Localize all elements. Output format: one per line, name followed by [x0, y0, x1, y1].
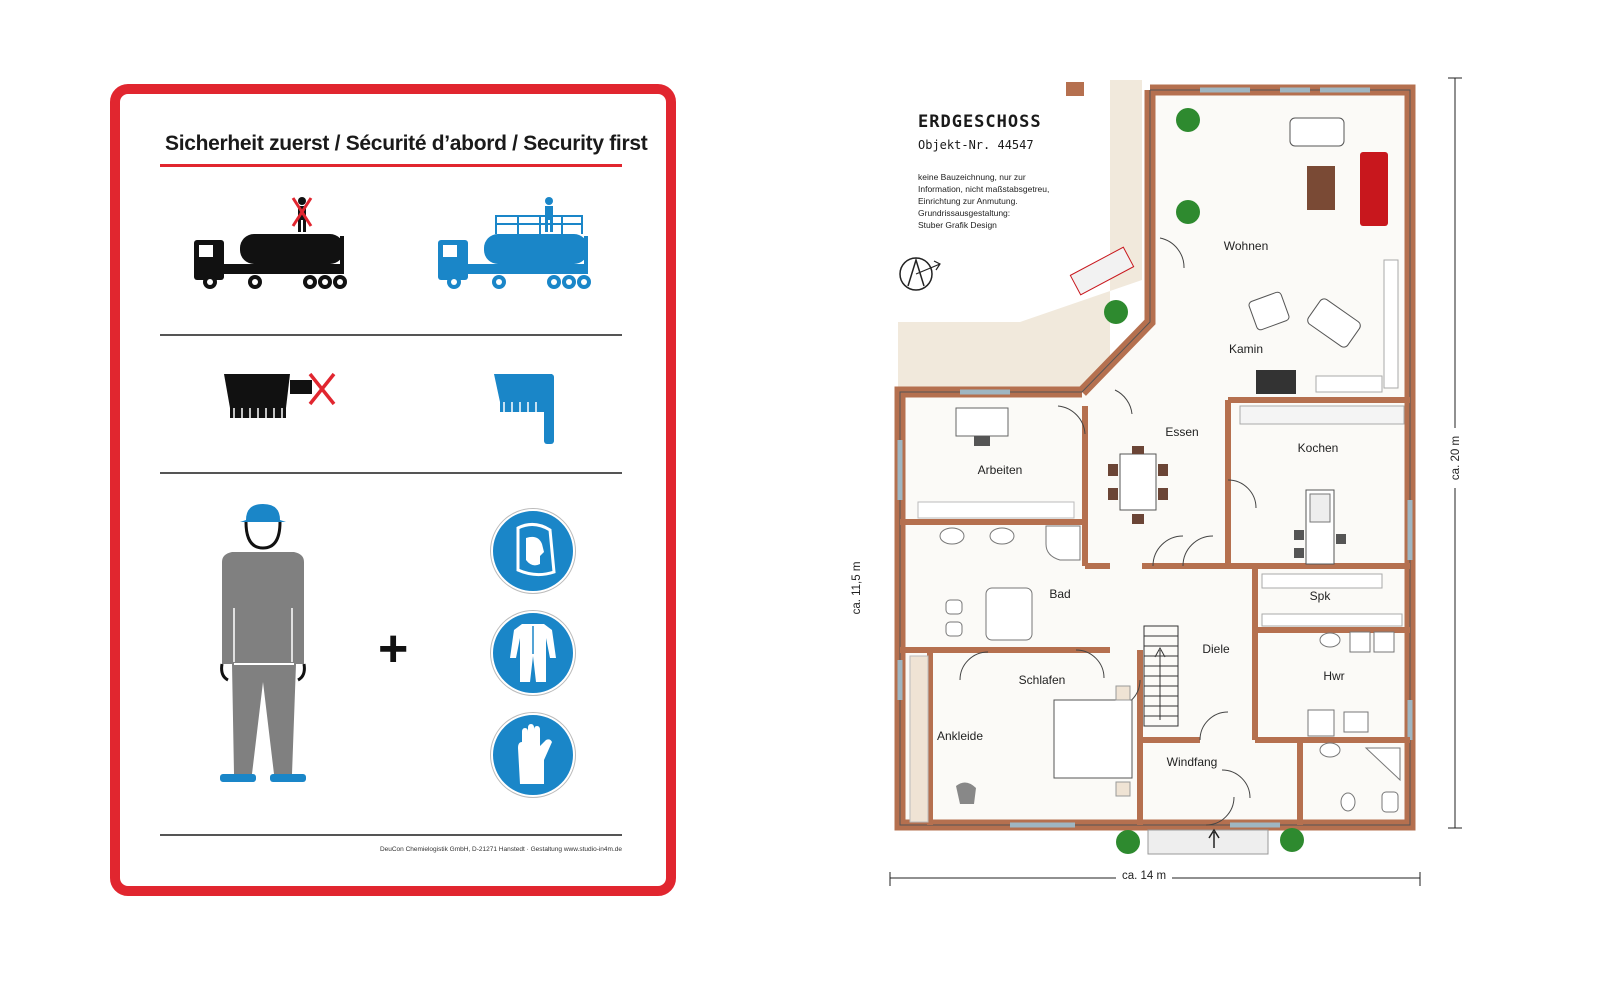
tank-truck-railing-safe-icon [438, 197, 591, 289]
kitchen-counter [1239, 405, 1405, 425]
object-number: Objekt-Nr. 44547 [918, 138, 1034, 152]
room-label-wohnen: Wohnen [1223, 239, 1269, 253]
entrance-arrow [1208, 828, 1220, 848]
room-label-windfang: Windfang [1166, 755, 1218, 769]
dimension-width: ca. 14 m [1116, 870, 1173, 882]
room-label-kochen: Kochen [1297, 441, 1339, 455]
floorplan-disclaimer: keine Bauzeichnung, nur zur Information,… [918, 171, 1088, 231]
note-line: Grundrissausgestaltung: [918, 208, 1011, 218]
floorplan-title: ERDGESCHOSS [918, 112, 1042, 132]
shelf [1383, 259, 1399, 389]
plants [1104, 108, 1304, 854]
armchair [1248, 291, 1290, 331]
protective-suit-mandatory-icon [490, 610, 576, 696]
plus-sign: + [378, 620, 409, 678]
dimension-depth: ca. 20 m [1450, 428, 1462, 488]
note-line: Information, nicht maßstabsgetreu, [918, 184, 1050, 194]
ankleide-chair [956, 782, 976, 804]
terrace [898, 80, 1142, 390]
dining-table [1119, 453, 1157, 511]
armchair-double [1289, 117, 1345, 147]
note-line: keine Bauzeichnung, nur zur [918, 172, 1026, 182]
poster-divider [160, 834, 622, 836]
room-label-ankleide: Ankleide [936, 729, 984, 743]
room-label-essen: Essen [1165, 425, 1199, 439]
lounge-chair [1307, 298, 1361, 348]
poster-divider [160, 472, 622, 474]
room-label-hwr: Hwr [1323, 669, 1345, 683]
desk-chair [974, 436, 990, 446]
protective-glove-mandatory-icon [490, 712, 576, 798]
nightstand [1115, 685, 1131, 701]
poster-title: Sicherheit zuerst / Sécurité d’abord / S… [165, 132, 648, 155]
work-shelf [917, 501, 1075, 519]
tank-truck-unsafe-icon [194, 197, 347, 289]
desk [955, 407, 1009, 437]
red-sofa [1360, 152, 1388, 226]
hose-coupling-safe-icon [494, 374, 554, 444]
wardrobe [909, 655, 929, 823]
dining-chairs [1108, 446, 1168, 524]
terrace-post [1066, 82, 1084, 96]
entrance-step [1147, 829, 1269, 855]
room-label-spk: Spk [1309, 589, 1331, 603]
face-shield-mandatory-icon [490, 508, 576, 594]
bath-fixtures [939, 525, 1081, 641]
interior-walls [900, 397, 1410, 825]
room-label-bad: Bad [1049, 587, 1071, 601]
utility-appliances [1307, 631, 1401, 813]
note-line: Einrichtung zur Anmutung. [918, 196, 1018, 206]
poster-footer-credits: DeuCon Chemielogistik GmbH, D-21271 Hans… [379, 846, 622, 853]
nightstand [1115, 781, 1131, 797]
poster-title-underline [160, 164, 622, 167]
pantry-shelf [1261, 573, 1383, 589]
hose-coupling-unsafe-icon [224, 372, 336, 418]
windows [897, 87, 1413, 828]
poster-divider [160, 334, 622, 336]
compass-north-icon [899, 257, 941, 291]
room-label-diele: Diele [1202, 642, 1230, 656]
fireplace [1256, 370, 1296, 394]
pantry-shelf-lower [1261, 613, 1403, 627]
worker-figure-icon [220, 504, 306, 782]
floorplan: ERDGESCHOSS Objekt-Nr. 44547 keine Bauze… [851, 60, 1590, 980]
double-bed [1053, 699, 1133, 779]
room-label-schlafen: Schlafen [1018, 673, 1066, 687]
bar-stools [1294, 530, 1346, 558]
floorplan-drawing [889, 77, 1462, 886]
sun-lounger [1069, 246, 1135, 296]
dimension-wing-depth: ca. 11,5 m [851, 553, 863, 623]
room-label-kamin: Kamin [1228, 342, 1264, 356]
room-label-arbeiten: Arbeiten [977, 463, 1023, 477]
safety-poster: Sicherheit zuerst / Sécurité d’abord / S… [110, 84, 676, 896]
coffee-table [1307, 166, 1335, 210]
cooktop [1309, 493, 1331, 523]
note-line: Stuber Grafik Design [918, 220, 997, 230]
sideboard [1315, 375, 1383, 393]
staircase [1143, 625, 1179, 727]
